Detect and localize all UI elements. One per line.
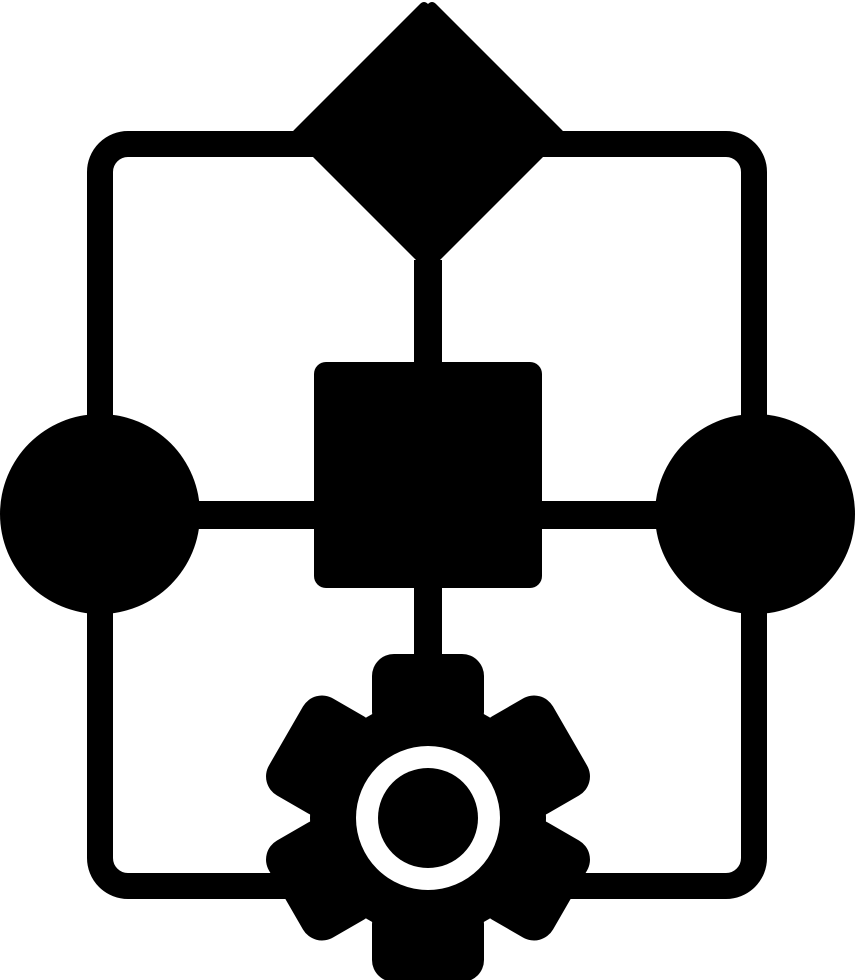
right-node-circle bbox=[655, 414, 855, 614]
process-square bbox=[314, 362, 542, 588]
gear-icon bbox=[266, 654, 590, 980]
connector-top bbox=[414, 260, 442, 380]
left-node-circle bbox=[0, 414, 200, 614]
connector-left bbox=[180, 501, 330, 529]
decision-diamond bbox=[292, 2, 564, 268]
connector-right bbox=[526, 501, 676, 529]
